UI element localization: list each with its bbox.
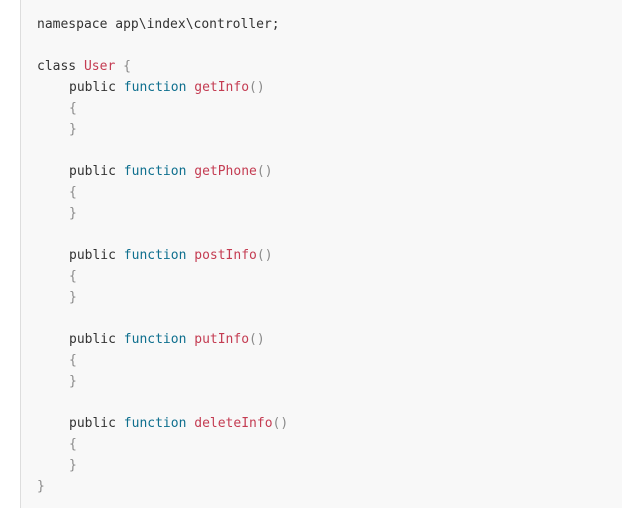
- class-close-line: }: [37, 476, 288, 497]
- method-close-brace-line: }: [37, 371, 288, 392]
- method-name: putInfo: [194, 332, 250, 347]
- class-close-brace: }: [37, 479, 45, 494]
- method-open-brace: {: [69, 101, 77, 116]
- method-open-brace-line: {: [37, 350, 288, 371]
- class-name: User: [83, 59, 116, 74]
- class-open-brace: {: [123, 59, 131, 74]
- method-close-brace-line: }: [37, 455, 288, 476]
- method-modifier: public: [69, 80, 116, 95]
- method-close-brace-line: }: [37, 287, 288, 308]
- class-keyword: class: [37, 59, 77, 74]
- blank-line: [37, 35, 288, 56]
- method-open-brace-line: {: [37, 98, 288, 119]
- function-keyword: function: [123, 332, 187, 347]
- code-text: namespace app\index\controller; class Use…: [37, 14, 288, 497]
- namespace-text: namespace app\index\controller;: [37, 17, 280, 32]
- method-signature-line: public function postInfo(): [37, 245, 288, 266]
- method-name: getInfo: [194, 80, 250, 95]
- method-open-brace: {: [69, 185, 77, 200]
- method-parens: (): [249, 80, 265, 95]
- method-open-brace-line: {: [37, 266, 288, 287]
- code-block: [20, 0, 622, 508]
- method-name: postInfo: [194, 248, 257, 263]
- method-open-brace-line: {: [37, 434, 288, 455]
- method-close-brace: }: [69, 374, 77, 389]
- method-close-brace-line: }: [37, 119, 288, 140]
- blank-line: [37, 308, 288, 329]
- method-parens: (): [249, 332, 265, 347]
- method-signature-line: public function putInfo(): [37, 329, 288, 350]
- method-signature-line: public function getInfo(): [37, 77, 288, 98]
- function-keyword: function: [123, 248, 187, 263]
- method-signature-line: public function deleteInfo(): [37, 413, 288, 434]
- method-open-brace: {: [69, 437, 77, 452]
- method-modifier: public: [69, 248, 116, 263]
- method-signature-line: public function getPhone(): [37, 161, 288, 182]
- method-modifier: public: [69, 164, 116, 179]
- function-keyword: function: [123, 416, 187, 431]
- blank-line: [37, 392, 288, 413]
- function-keyword: function: [123, 164, 187, 179]
- method-modifier: public: [69, 332, 116, 347]
- method-open-brace: {: [69, 353, 77, 368]
- blank-line: [37, 140, 288, 161]
- method-name: getPhone: [194, 164, 257, 179]
- method-close-brace-line: }: [37, 203, 288, 224]
- method-parens: (): [272, 416, 289, 431]
- class-declaration-line: class User {: [37, 56, 288, 77]
- method-close-brace: }: [69, 458, 77, 473]
- method-parens: (): [256, 164, 273, 179]
- method-close-brace: }: [69, 290, 77, 305]
- method-parens: (): [256, 248, 273, 263]
- namespace-line: namespace app\index\controller;: [37, 14, 288, 35]
- method-close-brace: }: [69, 206, 77, 221]
- method-open-brace: {: [69, 269, 77, 284]
- blank-line: [37, 224, 288, 245]
- method-modifier: public: [69, 416, 116, 431]
- method-open-brace-line: {: [37, 182, 288, 203]
- method-close-brace: }: [69, 122, 77, 137]
- method-name: deleteInfo: [194, 416, 273, 431]
- function-keyword: function: [123, 80, 187, 95]
